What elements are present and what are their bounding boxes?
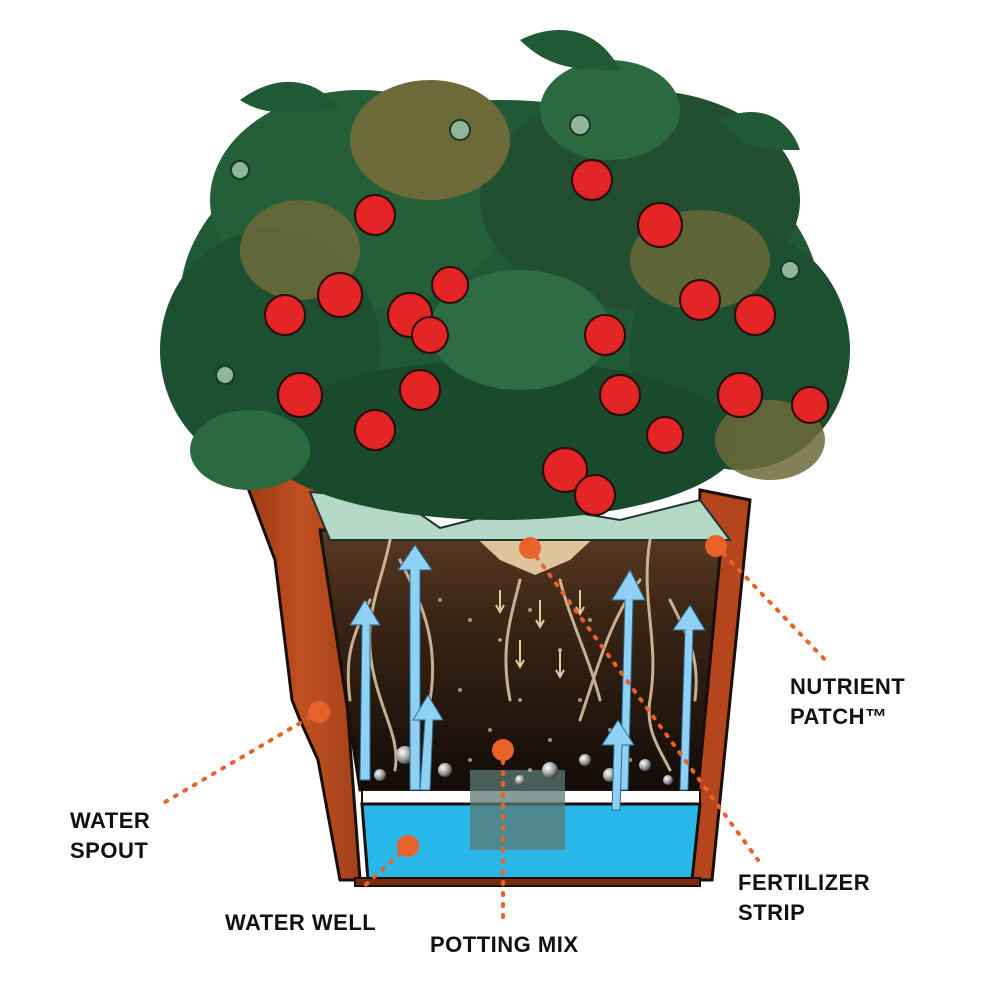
unripe-tomatoes — [215, 114, 800, 385]
marker-water-well — [397, 835, 419, 857]
pot-base — [354, 877, 701, 887]
tomato-foliage — [160, 30, 850, 520]
label-fertilizer-strip: FERTILIZER STRIP — [738, 870, 871, 925]
marker-potting-mix — [492, 739, 514, 761]
fertilizer-flow-arrows — [495, 590, 585, 680]
label-water-spout: WATER SPOUT — [70, 808, 151, 863]
tomatoes — [264, 159, 829, 516]
label-nutrient-patch: NUTRIENT PATCH™ — [790, 674, 906, 729]
label-potting-mix: POTTING MIX — [430, 932, 579, 957]
callout-markers — [308, 535, 727, 857]
wicking-chamber — [470, 770, 565, 850]
label-water-well: WATER WELL — [225, 910, 377, 935]
marker-fertilizer-strip — [519, 537, 541, 559]
marker-nutrient-patch — [705, 535, 727, 557]
marker-water-spout — [308, 701, 330, 723]
